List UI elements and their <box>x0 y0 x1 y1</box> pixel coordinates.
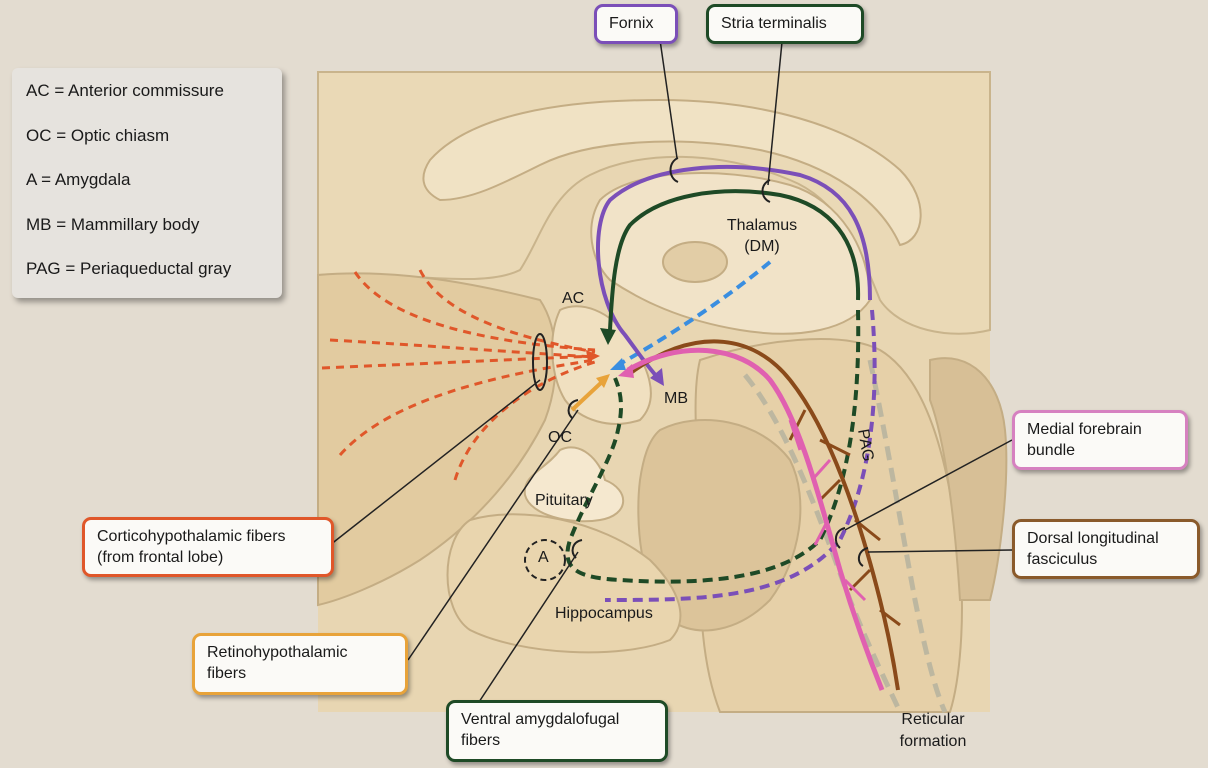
temporal-lobe <box>446 513 682 654</box>
callout-line: bundle <box>1027 442 1076 459</box>
legend-item: AC = Anterior commissure <box>26 81 224 100</box>
dorsal-longitudinal-fasciculus-tract <box>630 339 900 691</box>
fornix-callout-text: Fornix <box>609 15 654 32</box>
stria-terminalis-arrowhead <box>600 328 616 345</box>
thalamus-sublabel: (DM) <box>744 238 780 255</box>
corpus-callosum <box>422 98 922 247</box>
thalamic-projection-arrowhead <box>610 358 626 370</box>
fornix-arrowhead <box>650 368 664 386</box>
stria-terminalis-callout-text: Stria terminalis <box>721 15 827 32</box>
fornix-dashed <box>604 309 877 602</box>
retinohypothalamic-callout: Retinohypothalamic fibers <box>192 633 408 695</box>
medial-forebrain-branches <box>788 419 867 602</box>
reticular-formation-sublabel: formation <box>900 733 967 750</box>
pag-label: PAG <box>854 428 876 463</box>
oc-label: OC <box>548 429 572 446</box>
retinohypothalamic-arrowhead <box>596 374 610 388</box>
cerebellum <box>929 357 1008 601</box>
retinohypothalamic-fibers <box>570 378 606 412</box>
ac-label: AC <box>562 290 584 307</box>
medial-forebrain-bundle-callout: Medial forebrain bundle <box>1012 410 1188 470</box>
leader-lines <box>329 39 1013 706</box>
reticular-formation-path-2 <box>867 359 948 714</box>
callout-line: fibers <box>207 665 247 682</box>
pons <box>637 419 802 632</box>
stria-terminalis-tract <box>608 189 861 331</box>
mb-label: MB <box>664 390 688 407</box>
pituitary-gland <box>523 446 625 523</box>
thalamus-label: Thalamus <box>727 217 797 234</box>
amygdala-label: A <box>538 549 549 566</box>
interthalamic-adhesion <box>662 241 728 283</box>
medial-forebrain-arrowhead <box>618 364 634 378</box>
legend-item: PAG = Periaqueductal gray <box>26 259 232 278</box>
ventral-amygdalofugal-callout: Ventral amygdalofugal fibers <box>446 700 668 762</box>
frontal-base <box>317 272 557 607</box>
callout-line: Dorsal longitudinal <box>1027 530 1159 547</box>
callout-line: fibers <box>461 732 501 749</box>
callout-line: fasciculus <box>1027 551 1098 568</box>
callout-line: Medial forebrain <box>1027 421 1142 438</box>
corticohypothalamic-arrowhead <box>586 350 600 362</box>
hippocampus-label: Hippocampus <box>555 605 653 622</box>
corticohypothalamic-callout: Corticohypothalamic fibers (from frontal… <box>82 517 334 577</box>
callout-line: Corticohypothalamic fibers <box>97 528 286 545</box>
legend-item: MB = Mammillary body <box>26 214 200 234</box>
dorsal-longitudinal-fasciculus-callout: Dorsal longitudinal fasciculus <box>1012 519 1200 579</box>
abbreviation-legend: AC = Anterior commissure OC = Optic chia… <box>12 68 282 298</box>
thalamus-region <box>590 172 872 335</box>
callout-line: Ventral amygdalofugal <box>461 711 620 728</box>
callout-line: Retinohypothalamic <box>207 644 348 661</box>
legend-item: A = Amygdala <box>26 170 131 189</box>
medial-forebrain-bundle-tract <box>626 347 885 691</box>
stria-terminalis-callout: Stria terminalis <box>706 4 864 44</box>
legend-item: OC = Optic chiasm <box>26 125 170 145</box>
tract-markers <box>524 157 869 581</box>
fornix-tract <box>596 165 872 382</box>
fornix-callout: Fornix <box>594 4 678 44</box>
pituitary-label: Pituitary <box>535 492 593 509</box>
thalamic-projection-fibers <box>617 260 772 367</box>
reticular-formation-label: Reticular <box>901 711 965 728</box>
dorsal-longitudinal-branches <box>788 409 901 627</box>
callout-line: (from frontal lobe) <box>97 549 224 566</box>
